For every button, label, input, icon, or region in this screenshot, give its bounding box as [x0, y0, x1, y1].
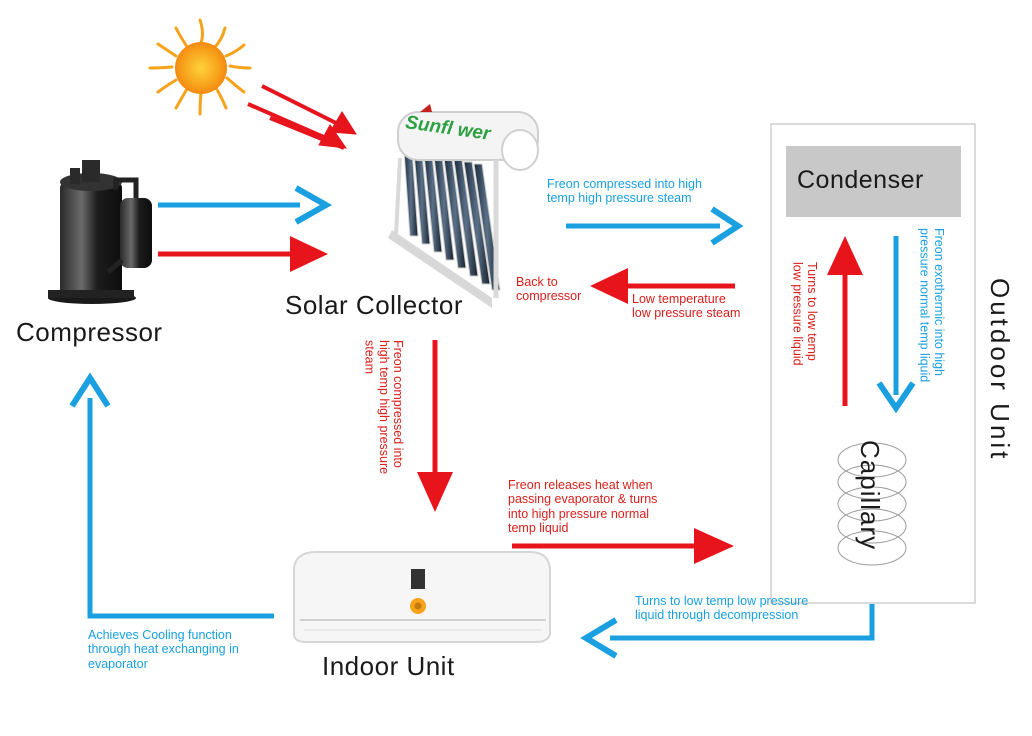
- note-freon-compressed-steam: Freon compressed into high temp high pre…: [547, 177, 702, 206]
- sun-ray-arrows: [247, 84, 357, 150]
- capillary-coil-icon: [837, 442, 907, 566]
- indoor-unit-icon: [293, 551, 551, 643]
- compressor-to-collector-blue-arrow: [158, 185, 333, 225]
- condenser-blue-down-arrow: [876, 236, 916, 414]
- condenser-box: [786, 146, 961, 217]
- outdoor-unit-label: Outdoor Unit: [985, 278, 1015, 462]
- back-to-compressor-red-arrow: [590, 268, 735, 304]
- compressor-label: Compressor: [16, 317, 163, 347]
- capillary-label: Capillary: [855, 440, 885, 551]
- condenser-label: Condenser: [797, 166, 924, 194]
- solar-collector-label: Solar Collector: [285, 290, 464, 320]
- compressor-to-collector-red-arrow: [158, 236, 328, 272]
- note-freon-compressed-vertical: Freon compressed into high temp high pre…: [362, 340, 406, 475]
- solar-collector-icon: [388, 104, 539, 308]
- note-freon-releases-heat: Freon releases heat when passing evapora…: [508, 478, 658, 536]
- note-turns-low-temp-liquid: Turns to low temp low pressure liquid: [790, 262, 819, 366]
- condenser-red-up-arrow: [827, 236, 863, 406]
- outdoor-to-indoor-blue-arrow: [580, 604, 875, 659]
- sun-icon: [148, 18, 252, 116]
- note-turns-low-temp-decompression: Turns to low temp low pressure liquid th…: [635, 594, 809, 623]
- indoor-to-compressor-blue-arrow: [69, 372, 274, 619]
- note-low-temp-steam: Low temperature low pressure steam: [632, 292, 741, 321]
- compressor-icon: [48, 160, 152, 304]
- indoor-to-outdoor-red-arrow: [512, 528, 734, 564]
- collector-to-indoor-red-arrow: [417, 340, 453, 512]
- indoor-unit-label: Indoor Unit: [322, 651, 455, 681]
- note-back-to-compressor: Back to compressor: [516, 275, 582, 304]
- collector-to-condenser-blue-arrow: [566, 206, 744, 246]
- note-achieves-cooling: Achieves Cooling function through heat e…: [88, 628, 239, 671]
- note-freon-exothermic: Freon exothermic into high pressure norm…: [917, 228, 946, 383]
